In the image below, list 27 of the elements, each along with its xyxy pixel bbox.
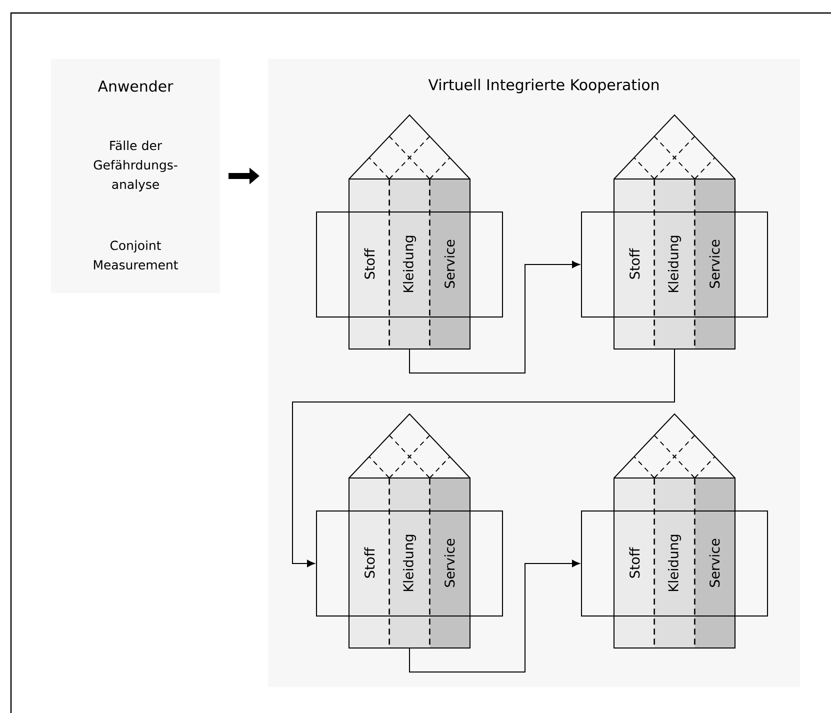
column-label: Kleidung [403,236,416,292]
column-label: Stoff [629,248,640,279]
column-label: Service [444,240,455,288]
panel-text: Fälle der Gefährdungs- analyse [94,140,178,192]
panel-heading: Anwender [98,80,174,92]
arrow [409,260,580,374]
column-label: Stoff [629,547,640,578]
column-label: Stoff [364,547,375,578]
frame-box [581,510,768,616]
column-label: Service [709,538,720,587]
panel-text: Conjoint Measurement [94,240,178,270]
frame-box [316,510,503,616]
column-label: Stoff [364,248,375,279]
column-label: Service [444,538,455,587]
column-label: Kleidung [668,534,681,591]
house-drawing [348,413,470,648]
frame-box [316,212,503,318]
arrow [409,560,580,672]
frame-box [581,212,768,318]
column-label: Kleidung [668,236,681,292]
arrow [292,349,675,568]
panel-title: Virtuell Integrierte Kooperation [428,78,659,94]
house-drawing [614,114,736,350]
house-drawing [614,413,736,648]
house-drawing [348,114,470,350]
column-label: Kleidung [403,534,416,591]
column-label: Service [709,240,720,288]
